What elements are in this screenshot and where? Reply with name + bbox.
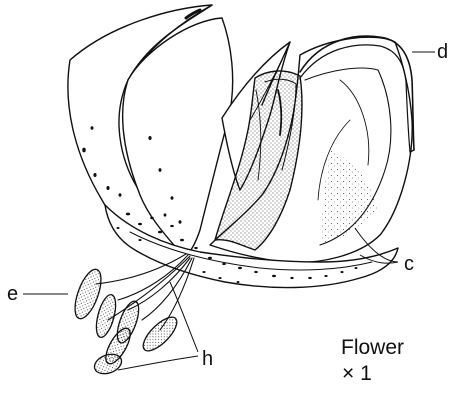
label-c: c [404, 254, 414, 274]
caption-scale: × 1 [342, 363, 372, 384]
caption-title: Flower [341, 337, 404, 358]
label-e: e [7, 284, 18, 304]
label-h: h [202, 349, 213, 369]
anthers [70, 266, 182, 377]
label-d: d [437, 42, 448, 62]
leader-h-2 [118, 356, 198, 370]
